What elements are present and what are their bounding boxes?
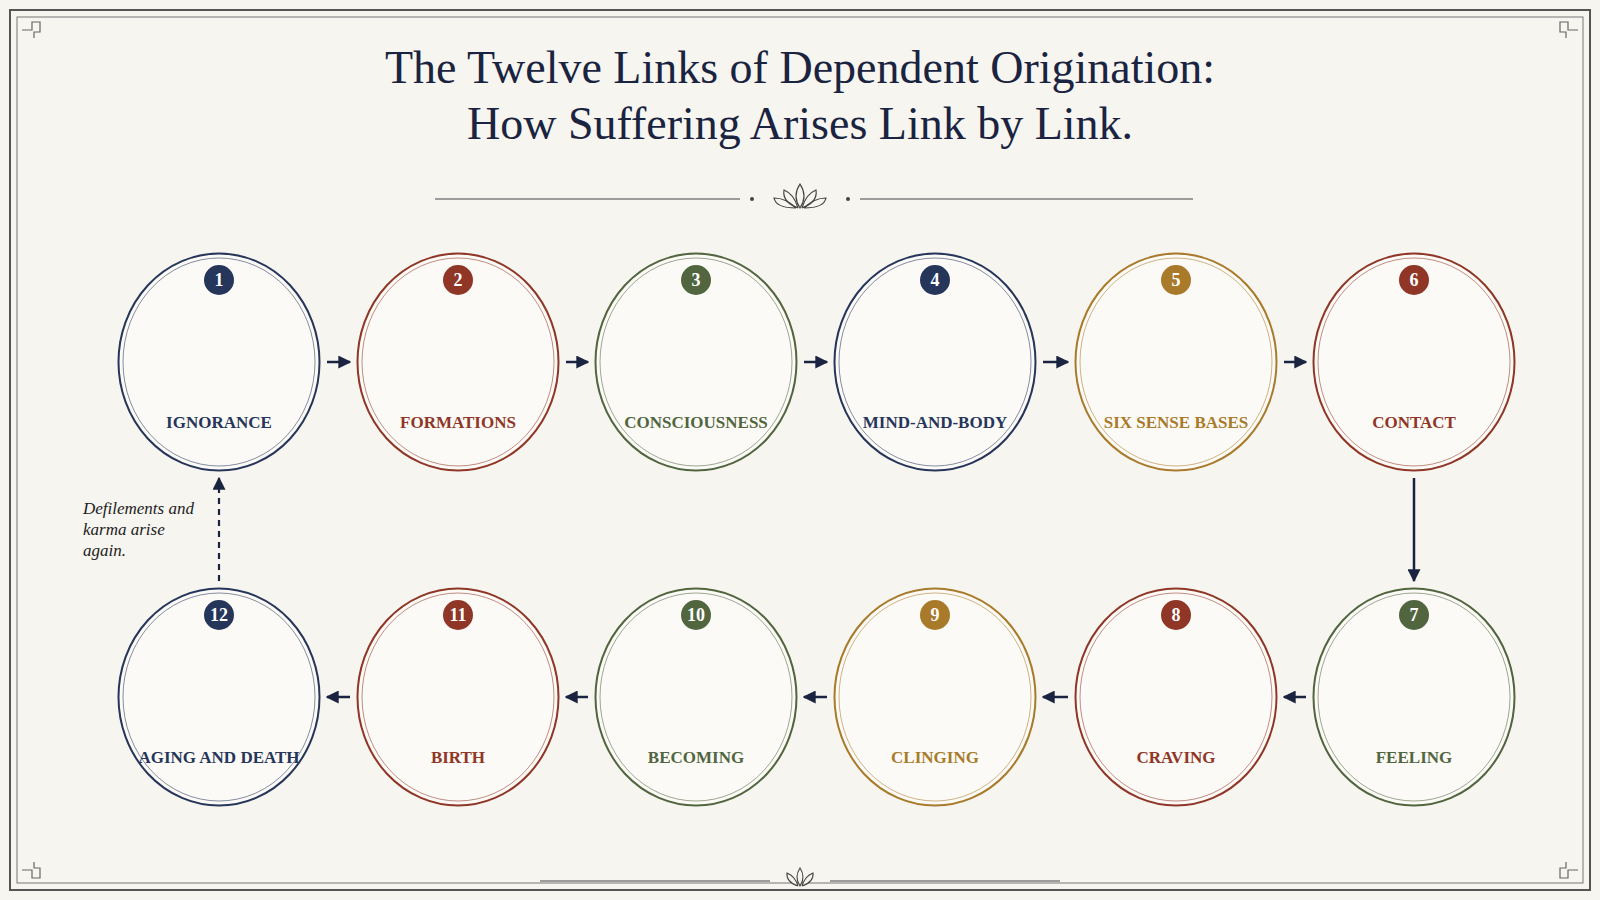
outer-ring	[1314, 589, 1515, 806]
outer-ring	[1076, 589, 1277, 806]
callout-number: 2	[443, 265, 473, 295]
inner-border	[17, 17, 1583, 883]
return-arrow	[218, 478, 220, 581]
link-circle: 2FORMATIONS	[356, 252, 560, 472]
link-circle: 4MIND-AND-BODY	[833, 252, 1037, 472]
callout-number: 10	[681, 600, 711, 630]
flow-arrow	[566, 696, 588, 699]
link-circle: 5SIX SENSE BASES	[1074, 252, 1278, 472]
link-circle: 12AGING AND DEATH	[117, 587, 321, 807]
inner-ring	[123, 258, 315, 466]
callout-number: 1	[204, 265, 234, 295]
flow-arrow	[1043, 696, 1068, 699]
outer-ring	[1076, 254, 1277, 471]
outer-ring	[358, 589, 559, 806]
callout-number: 6	[1399, 265, 1429, 295]
link-label: FEELING	[1312, 747, 1516, 769]
inner-ring	[839, 258, 1031, 466]
inner-ring	[362, 258, 554, 466]
link-circle: 7FEELING	[1312, 587, 1516, 807]
link-circle: 1IGNORANCE	[117, 252, 321, 472]
link-circle: 9CLINGING	[833, 587, 1037, 807]
inner-ring	[1080, 258, 1272, 466]
flow-arrow	[327, 696, 350, 699]
outer-ring	[119, 254, 320, 471]
edge-label: Defilements and karma arise again.	[83, 498, 203, 561]
diagram-title: The Twelve Links of Dependent Originatio…	[150, 40, 1450, 152]
flow-arrow	[1043, 361, 1068, 364]
inner-ring	[1318, 258, 1510, 466]
flow-arrow	[804, 696, 827, 699]
link-label: CONSCIOUSNESS	[594, 412, 798, 434]
outer-ring	[835, 589, 1036, 806]
title-divider	[435, 184, 1193, 208]
flow-arrow	[1284, 696, 1306, 699]
callout-number: 8	[1161, 600, 1191, 630]
inner-ring	[839, 593, 1031, 801]
link-circle: 11BIRTH	[356, 587, 560, 807]
link-label: AGING AND DEATH	[117, 747, 321, 769]
link-label: CONTACT	[1312, 412, 1516, 434]
flow-arrow	[1413, 478, 1416, 581]
callout-number: 5	[1161, 265, 1191, 295]
inner-ring	[1318, 593, 1510, 801]
link-circle: 10BECOMING	[594, 587, 798, 807]
outer-ring	[358, 254, 559, 471]
link-label: CRAVING	[1074, 747, 1278, 769]
flow-arrow	[804, 361, 827, 364]
outer-ring	[835, 254, 1036, 471]
inner-ring	[123, 593, 315, 801]
callout-number: 4	[920, 265, 950, 295]
outer-ring	[119, 589, 320, 806]
flow-arrow	[327, 361, 350, 364]
link-label: BECOMING	[594, 747, 798, 769]
link-label: SIX SENSE BASES	[1074, 412, 1278, 434]
outer-ring	[596, 254, 797, 471]
outer-border	[10, 10, 1590, 890]
link-circle: 3CONSCIOUSNESS	[594, 252, 798, 472]
inner-ring	[362, 593, 554, 801]
inner-ring	[600, 258, 792, 466]
corner-ornaments	[22, 22, 1578, 878]
link-label: MIND-AND-BODY	[833, 412, 1037, 434]
callout-number: 11	[443, 600, 473, 630]
link-label: IGNORANCE	[117, 412, 321, 434]
outer-ring	[596, 589, 797, 806]
link-label: CLINGING	[833, 747, 1037, 769]
inner-ring	[600, 593, 792, 801]
flow-arrow	[1284, 361, 1306, 364]
link-circle: 6CONTACT	[1312, 252, 1516, 472]
callout-number: 9	[920, 600, 950, 630]
link-circle: 8CRAVING	[1074, 587, 1278, 807]
link-label: BIRTH	[356, 747, 560, 769]
flow-arrow	[566, 361, 588, 364]
link-label: FORMATIONS	[356, 412, 560, 434]
inner-ring	[1080, 593, 1272, 801]
callout-number: 12	[204, 600, 234, 630]
callout-number: 3	[681, 265, 711, 295]
bottom-ornament	[540, 868, 1060, 886]
callout-number: 7	[1399, 600, 1429, 630]
outer-ring	[1314, 254, 1515, 471]
